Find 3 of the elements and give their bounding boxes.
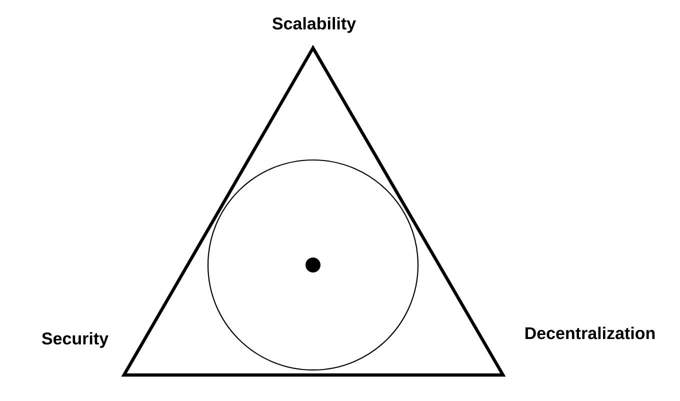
- vertex-label: Scalability: [272, 17, 356, 33]
- vertex-label: Security: [42, 332, 108, 348]
- vertex-label: Decentralization: [526, 326, 655, 340]
